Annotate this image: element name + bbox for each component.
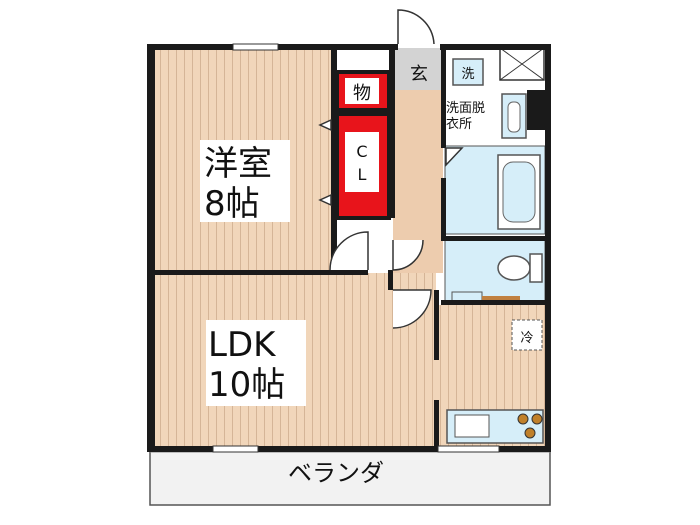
closet-label-1: C	[356, 142, 367, 161]
entrance	[393, 48, 443, 90]
toilet-icon	[497, 255, 531, 281]
ldk-room-name: LDK	[208, 325, 277, 365]
fridge-label: 冷	[520, 331, 533, 346]
western-room-name: 洋室	[204, 144, 272, 184]
closet-label-2: L	[358, 165, 367, 184]
ldk-room-size: 10帖	[208, 365, 285, 405]
washer-icon	[452, 58, 484, 86]
washroom-label-1: 洗面脱	[446, 101, 485, 116]
walls	[147, 44, 551, 452]
entrance-label: 玄	[410, 64, 428, 85]
window-icon	[212, 43, 500, 453]
stove-icon	[517, 413, 543, 439]
washroom-label-2: 衣所	[446, 116, 472, 132]
western-room-size: 8帖	[204, 184, 260, 224]
kitchen-sink-icon	[454, 414, 490, 438]
veranda-label: ベランダ	[288, 459, 384, 487]
fridge-icon	[511, 319, 543, 351]
door-swing-icon	[318, 9, 464, 329]
washer-label: 洗	[461, 67, 474, 82]
storage-label: 物	[353, 83, 371, 104]
veranda	[149, 447, 551, 506]
